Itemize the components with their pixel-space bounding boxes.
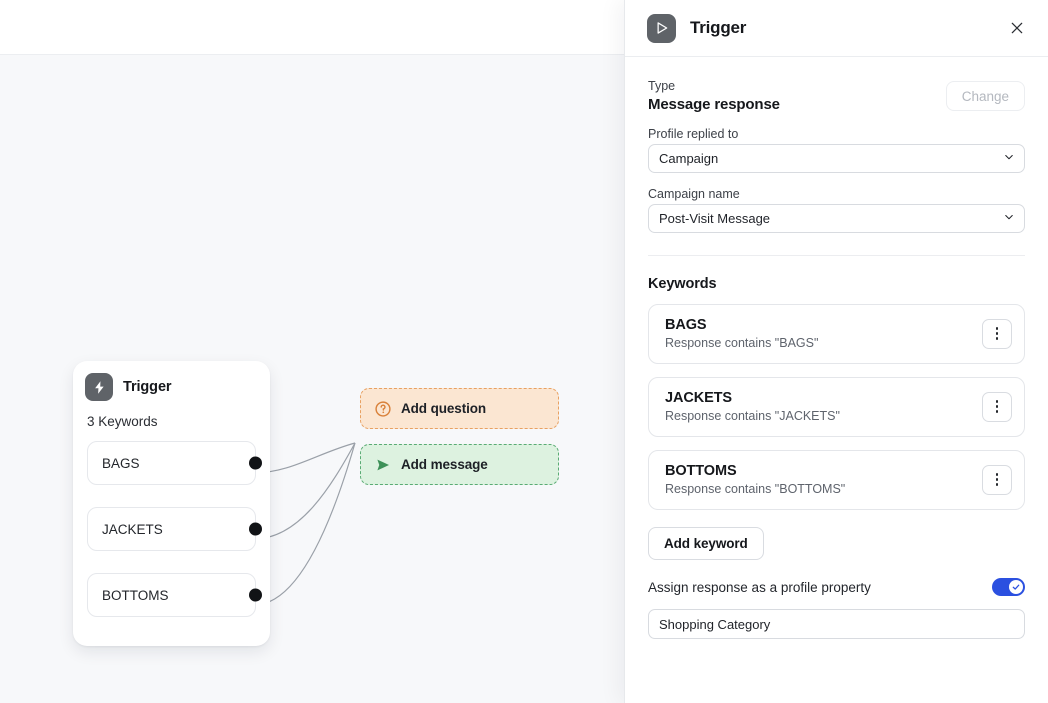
keyword-card-subtitle: Response contains "JACKETS" <box>665 409 840 423</box>
keyword-menu-icon[interactable] <box>982 391 1012 422</box>
profile-property-input[interactable] <box>648 609 1025 639</box>
campaign-name-label: Campaign name <box>648 187 740 201</box>
panel-body: Type Message response Change Profile rep… <box>625 57 1048 639</box>
profile-replied-to-select[interactable]: Campaign <box>648 144 1025 173</box>
trigger-keyword-row[interactable]: BAGS <box>87 441 262 485</box>
question-circle-icon <box>374 400 392 418</box>
canvas-top-bar <box>0 0 624 55</box>
connector-dot[interactable] <box>249 456 262 470</box>
send-triangle-icon <box>647 13 676 43</box>
keyword-card-title: BOTTOMS <box>665 463 737 479</box>
trigger-details-panel: Trigger Type Message response Change Pro… <box>624 0 1048 703</box>
keywords-section-title: Keywords <box>648 276 717 292</box>
connector-dot[interactable] <box>249 588 262 602</box>
campaign-name-value: Post-Visit Message <box>659 211 771 226</box>
canvas-surface[interactable]: Trigger 3 Keywords BAGS JACKETS BOTTOMS <box>0 55 624 703</box>
trigger-node-header: Trigger <box>73 361 270 401</box>
assign-property-label: Assign response as a profile property <box>648 579 871 595</box>
trigger-keyword-label: BOTTOMS <box>102 587 169 603</box>
keyword-card-subtitle: Response contains "BAGS" <box>665 336 819 350</box>
close-icon[interactable] <box>1002 13 1032 43</box>
trigger-keyword-list: BAGS JACKETS BOTTOMS <box>73 429 270 617</box>
trigger-keyword-label: BAGS <box>102 455 140 471</box>
assign-property-row: Assign response as a profile property <box>648 578 1025 596</box>
check-icon <box>1009 580 1023 594</box>
add-question-label: Add question <box>401 401 487 416</box>
keyword-card[interactable]: JACKETS Response contains "JACKETS" <box>648 377 1025 437</box>
add-message-label: Add message <box>401 457 488 472</box>
keyword-menu-icon[interactable] <box>982 464 1012 495</box>
flow-canvas[interactable]: Trigger 3 Keywords BAGS JACKETS BOTTOMS <box>0 0 624 703</box>
keyword-card-title: JACKETS <box>665 390 732 406</box>
keyword-card[interactable]: BAGS Response contains "BAGS" <box>648 304 1025 364</box>
add-message-button[interactable]: Add message <box>360 444 559 485</box>
panel-header: Trigger <box>625 0 1048 57</box>
lightning-bolt-icon <box>85 373 113 401</box>
trigger-node-subtitle: 3 Keywords <box>87 414 158 429</box>
trigger-node[interactable]: Trigger 3 Keywords BAGS JACKETS BOTTOMS <box>73 361 270 646</box>
profile-replied-to-value: Campaign <box>659 151 719 166</box>
change-type-button[interactable]: Change <box>945 81 1025 111</box>
keyword-card-subtitle: Response contains "BOTTOMS" <box>665 482 846 496</box>
trigger-keyword-row[interactable]: BOTTOMS <box>87 573 262 617</box>
keyword-card-title: BAGS <box>665 317 707 333</box>
profile-replied-to-section: Profile replied to Campaign <box>648 127 1025 173</box>
add-keyword-button[interactable]: Add keyword <box>648 527 764 560</box>
campaign-name-section: Campaign name Post-Visit Message <box>648 187 1025 233</box>
assign-property-toggle[interactable] <box>992 578 1025 596</box>
send-triangle-icon <box>374 456 392 474</box>
keyword-menu-icon[interactable] <box>982 318 1012 349</box>
section-divider <box>648 255 1025 256</box>
panel-title: Trigger <box>690 18 747 37</box>
trigger-keyword-row[interactable]: JACKETS <box>87 507 262 551</box>
trigger-node-title: Trigger <box>123 379 172 395</box>
type-label: Type <box>648 79 676 93</box>
type-value: Message response <box>648 96 780 113</box>
add-question-button[interactable]: Add question <box>360 388 559 429</box>
campaign-name-select[interactable]: Post-Visit Message <box>648 204 1025 233</box>
trigger-keyword-label: JACKETS <box>102 521 163 537</box>
profile-replied-to-label: Profile replied to <box>648 127 739 141</box>
keyword-card[interactable]: BOTTOMS Response contains "BOTTOMS" <box>648 450 1025 510</box>
type-section: Type Message response Change <box>648 79 1025 113</box>
connector-dot[interactable] <box>249 522 262 536</box>
